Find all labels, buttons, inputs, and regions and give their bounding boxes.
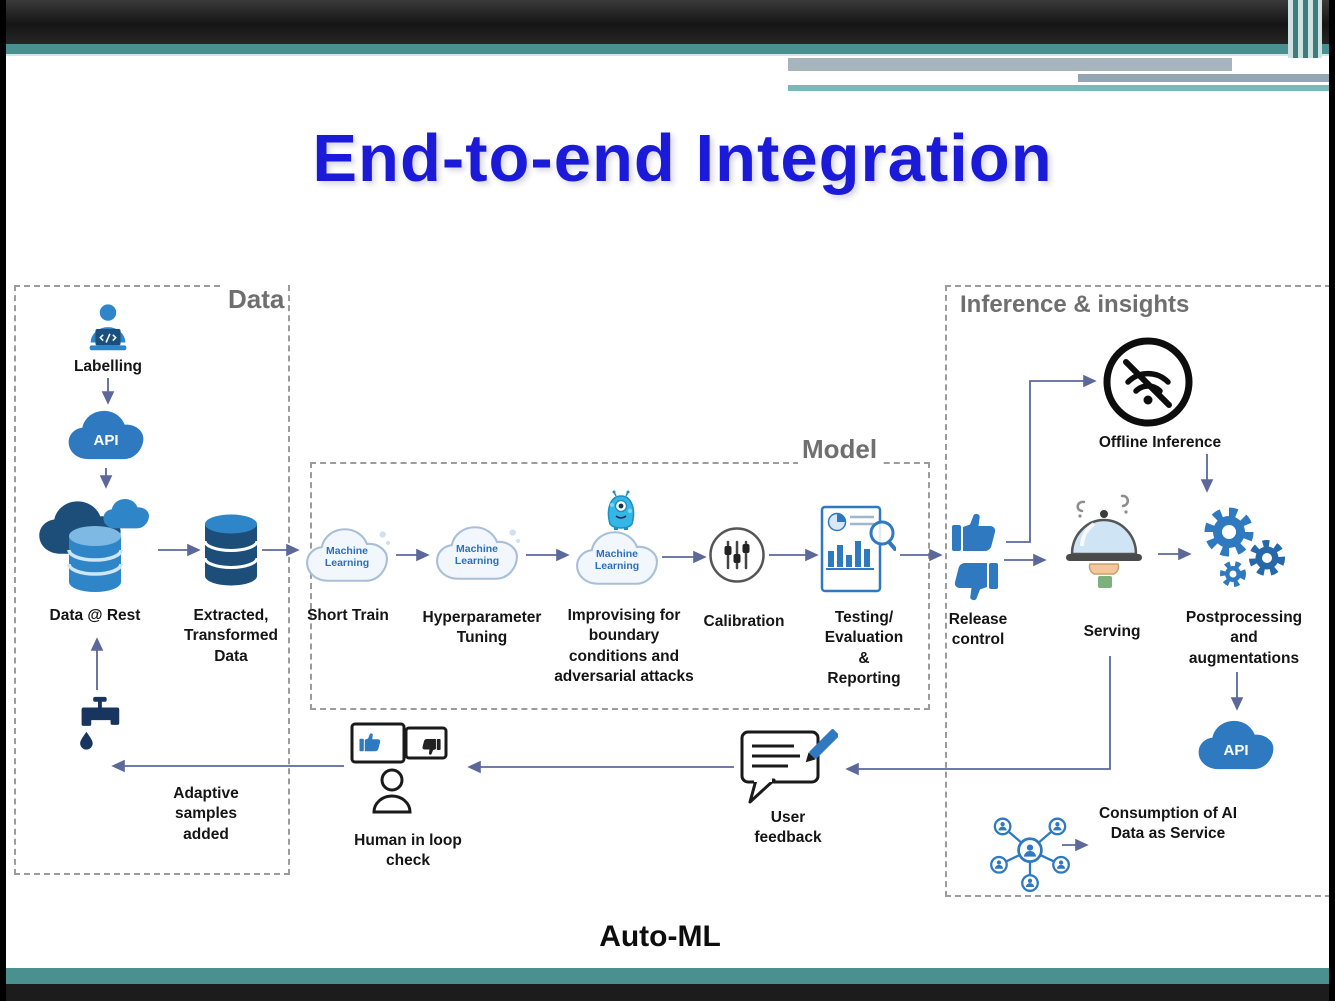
user-feedback-label: User feedback (754, 809, 822, 847)
serving-cloche-icon (1066, 494, 1142, 588)
ml-cloud-label: Machine Learning (324, 545, 370, 569)
page-title: End-to-end Integration (312, 121, 1053, 196)
data-at-rest-icon (39, 499, 149, 592)
testing-label: Testing/ Evaluation & Reporting (824, 609, 904, 688)
accent-bar-3 (788, 85, 1335, 91)
inference-group-label: Inference & insights (956, 291, 1194, 319)
ml-cloud-icon (306, 528, 391, 582)
top-teal-stripe (0, 44, 1335, 56)
extracted-data-label: Extracted, Transformed Data (184, 607, 278, 665)
data-at-rest-label: Data @ Rest (49, 607, 141, 624)
api-lower-label: API (1223, 741, 1249, 759)
release-control-thumbs-icon (952, 513, 998, 601)
extracted-database-icon (203, 514, 259, 586)
model-group-label: Model (798, 434, 882, 465)
monster-icon (607, 490, 635, 530)
ml-cloud-label: Machine Learning (594, 548, 640, 572)
human-in-loop-label: Human in loop check (354, 832, 462, 870)
offline-inference-label: Offline Inference (1098, 434, 1222, 451)
accent-bar-1 (788, 58, 1232, 71)
postprocessing-label: Postprocessing and augmentations (1185, 609, 1303, 667)
hyperparameter-node: Machine Learning (431, 522, 523, 584)
labelling-label: Labelling (73, 358, 143, 375)
calibration-sliders-icon (709, 527, 765, 583)
consumption-network-icon (990, 817, 1070, 892)
top-dark-bar (0, 0, 1335, 44)
serving-label: Serving (1083, 623, 1141, 640)
ml-cloud-label: Machine Learning (454, 543, 500, 567)
consumption-label: Consumption of AI Data as Service (1098, 805, 1238, 843)
short-train-label: Short Train (307, 607, 389, 624)
footer-caption: Auto-ML (599, 920, 721, 953)
accent-bar-2 (1078, 74, 1335, 82)
postprocessing-gears-icon (1204, 507, 1285, 587)
api-upper-label: API (93, 431, 119, 449)
api-cloud-lower: API (1192, 716, 1280, 774)
release-control-label: Release control (948, 611, 1008, 649)
model-group-box (310, 462, 930, 710)
faucet-icon (80, 696, 120, 750)
calibration-label: Calibration (703, 613, 785, 630)
user-feedback-icon (740, 729, 838, 804)
corner-stripes-decoration (1288, 0, 1322, 58)
ml-cloud-icon (436, 526, 521, 580)
adaptive-samples-label: Adaptive samples added (173, 785, 239, 843)
short-train-node: Machine Learning (301, 524, 393, 586)
labelling-person-icon (89, 304, 127, 351)
offline-inference-wifi-off-icon (1103, 337, 1193, 427)
bottom-teal-stripe (0, 968, 1335, 984)
bottom-dark-bar (0, 984, 1335, 1001)
improvising-node: Machine Learning (571, 527, 663, 589)
hyperparameter-label: Hyperparameter Tuning (422, 609, 542, 647)
improvising-label: Improvising for boundary conditions and … (554, 607, 694, 686)
data-group-box (14, 285, 290, 875)
right-frame (1329, 0, 1335, 1001)
api-cloud-upper: API (62, 406, 150, 464)
human-in-loop-icon (350, 722, 448, 814)
left-frame (0, 0, 6, 1001)
data-group-label: Data (224, 284, 289, 315)
testing-report-icon (820, 505, 896, 593)
